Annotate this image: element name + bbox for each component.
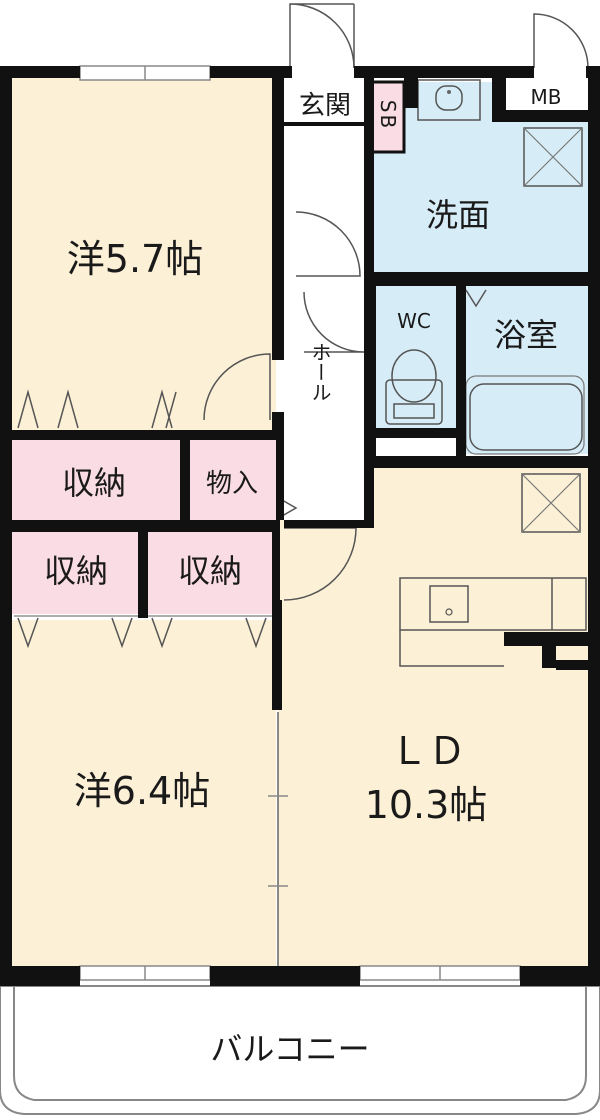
closet <box>190 440 276 522</box>
label-balcony: バルコニー <box>210 1030 369 1068</box>
storage-3 <box>148 532 276 614</box>
label-western-2: 洋6.4帖 <box>74 769 210 813</box>
label-entrance: 玄関 <box>299 91 351 121</box>
label-washroom: 洗面 <box>426 196 490 234</box>
door-swings <box>203 3 589 601</box>
label-storage-3: 収納 <box>178 552 242 590</box>
storage-1 <box>12 440 180 522</box>
label-western-1: 洋5.7帖 <box>67 237 203 281</box>
room-hall <box>284 128 368 520</box>
room-western-1 <box>12 76 276 432</box>
room-ld <box>278 468 588 972</box>
walls <box>0 66 600 986</box>
bathroom <box>464 284 588 454</box>
label-meter-box: MB <box>531 85 562 109</box>
storage-2 <box>12 532 138 614</box>
label-storage-2: 収納 <box>44 552 108 590</box>
label-storage-1: 収納 <box>62 464 126 502</box>
label-toilet: WC <box>397 309 431 333</box>
label-closet: 物入 <box>206 469 258 499</box>
fixtures <box>385 79 587 667</box>
label-shoe-box: SB <box>376 100 400 130</box>
label-hall: ホール <box>308 342 332 402</box>
room-western-2 <box>12 620 276 972</box>
label-ld-name: ＬＤ <box>390 729 466 773</box>
shoe-box-overlay <box>368 80 406 154</box>
label-bathroom: 浴室 <box>494 316 558 354</box>
meter-box <box>504 82 588 114</box>
toilet <box>372 284 458 430</box>
label-ld-size: 10.3帖 <box>365 783 488 827</box>
window-marks <box>79 65 521 981</box>
room-entrance <box>284 82 364 128</box>
